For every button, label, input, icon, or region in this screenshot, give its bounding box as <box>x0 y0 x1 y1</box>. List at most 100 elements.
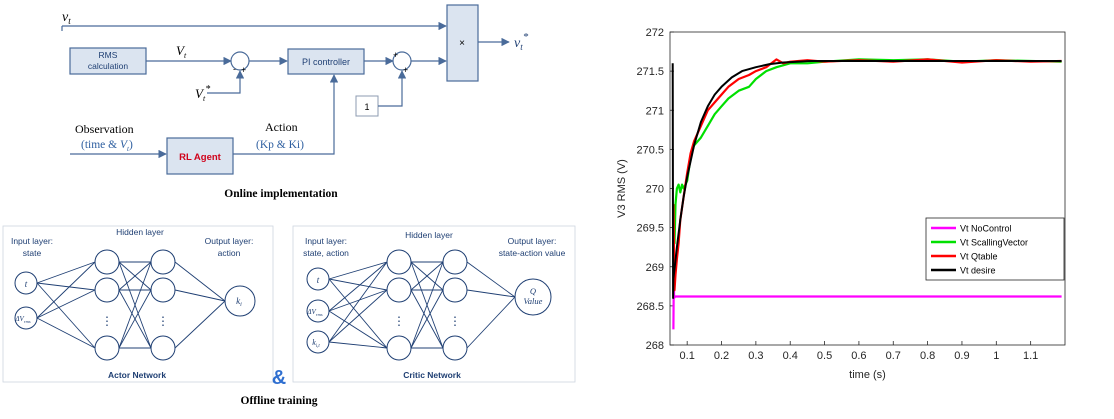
critic-connection <box>328 261 388 312</box>
critic-connection <box>410 261 444 349</box>
ampersand-symbol: & <box>272 367 286 389</box>
sum1-minus-sign: - <box>233 64 236 74</box>
critic-input-node-dv <box>306 299 330 323</box>
multiplier-block <box>446 4 479 82</box>
critic-connection <box>328 289 388 312</box>
observation-sub-label: (time & Vt) <box>81 139 133 153</box>
y-axis-label: V3 RMS (V) <box>616 159 628 218</box>
actor-input-layer-sub: state <box>23 248 42 258</box>
y-tick-label: 268 <box>646 340 664 352</box>
actor-connection <box>118 261 152 291</box>
online-caption: Online implementation <box>224 188 338 200</box>
actor-hidden1-node <box>94 335 120 361</box>
actor-output-label: ki <box>236 296 242 308</box>
constant-one-label: 1 <box>364 102 369 112</box>
y-tick-label: 272 <box>646 27 664 39</box>
plot-area <box>670 32 1065 345</box>
x-tick-label: 0.3 <box>748 350 763 362</box>
critic-connection <box>328 310 388 349</box>
x-tick-label: 0.9 <box>954 350 969 362</box>
actor-input-layer-label: Input layer: <box>11 236 53 246</box>
output-label: vt* <box>514 31 529 52</box>
x-tick-label: 1 <box>993 350 999 362</box>
actor-input-t: t <box>25 279 28 289</box>
multiplier-symbol: × <box>459 38 465 49</box>
pi-controller-block <box>287 48 365 75</box>
actor-network-caption: Actor Network <box>108 370 166 380</box>
block-diagram: vt RMS calculation Vt - + Vt* PI control… <box>61 4 529 200</box>
critic-connection <box>328 289 388 343</box>
y-tick-label: 269.5 <box>636 223 664 235</box>
critic-input-node-k <box>306 330 330 354</box>
input-vt-label: vt <box>62 10 71 26</box>
actor-hidden1-node <box>94 277 120 303</box>
rms-out-label: Vt <box>176 43 187 60</box>
critic-connection <box>328 278 388 291</box>
actor-hidden-layer-label: Hidden layer <box>116 227 164 237</box>
actor-connection <box>118 289 152 349</box>
critic-input-dv: ΔVrms <box>306 308 322 317</box>
y-tick-label: 268.5 <box>636 301 664 313</box>
actor-connection <box>174 261 226 302</box>
critic-connection <box>328 261 388 280</box>
actor-hidden2-node <box>150 335 176 361</box>
critic-hidden1-dots: ⋮ <box>393 314 405 328</box>
critic-hidden-layer-label: Hidden layer <box>405 230 453 240</box>
legend-entry: Vt desire <box>960 266 996 276</box>
critic-input-t: t <box>317 275 320 285</box>
y-tick-label: 271.5 <box>636 66 664 78</box>
critic-connection <box>328 341 388 349</box>
critic-connection <box>328 278 388 349</box>
rl-agent-label: RL Agent <box>179 152 222 163</box>
critic-input-layer-label: Input layer: <box>305 236 347 246</box>
x-tick-label: 0.5 <box>817 350 832 362</box>
critic-connection <box>466 261 516 298</box>
critic-connection <box>466 296 516 349</box>
actor-network: Input layer: state Hidden layer Output l… <box>2 225 274 383</box>
action-label: Action <box>265 120 298 134</box>
rms-block-line1: RMS <box>99 50 118 60</box>
actor-connection <box>36 289 96 319</box>
actor-input-dv: ΔVrms <box>14 315 30 324</box>
ref-wire <box>207 70 245 94</box>
pi-controller-label: PI controller <box>302 57 350 67</box>
critic-connection <box>410 261 444 291</box>
actor-connection <box>118 261 152 349</box>
actor-hidden2-node <box>150 277 176 303</box>
sum2-plus-bottom: + <box>403 65 408 75</box>
critic-connection <box>328 261 388 343</box>
actor-input-node-dv <box>14 306 38 330</box>
plot-frame <box>669 31 1066 346</box>
actor-hidden1-node <box>94 249 120 275</box>
critic-input-layer-sub: state, action <box>303 248 349 258</box>
series-line-vt-desire <box>671 60 1062 299</box>
critic-network-caption: Critic Network <box>403 370 461 380</box>
critic-hidden2-dots: ⋮ <box>449 314 461 328</box>
action-wire <box>233 74 339 155</box>
ref-label: Vt* <box>195 84 210 103</box>
action-sub-label: (Kp & Ki) <box>256 139 304 151</box>
x-tick-label: 0.4 <box>783 350 798 362</box>
actor-output-layer-label: Output layer: <box>205 236 254 246</box>
legend-entry: Vt ScallingVector <box>960 238 1028 248</box>
critic-output-layer-label: Output layer: <box>508 236 557 246</box>
critic-hidden1-node <box>386 335 412 361</box>
y-tick-label: 270.5 <box>636 144 664 156</box>
critic-input-node-t <box>306 267 330 291</box>
critic-hidden1-node <box>386 249 412 275</box>
sum2-plus-left: + <box>393 50 398 60</box>
actor-connection <box>36 261 96 284</box>
critic-output-layer-sub: state-action value <box>499 248 566 258</box>
critic-input-k: ki,t <box>312 338 320 349</box>
critic-output-value: Value <box>524 296 543 306</box>
sum1-plus-sign: + <box>241 65 246 75</box>
rl-agent-block <box>166 137 234 175</box>
y-tick-label: 271 <box>646 105 664 117</box>
critic-hidden2-node <box>442 335 468 361</box>
critic-network: Input layer: state, action Hidden layer … <box>292 225 576 383</box>
actor-connection <box>36 317 96 349</box>
actor-connection <box>174 289 226 302</box>
actor-output-layer-sub: action <box>218 248 241 258</box>
